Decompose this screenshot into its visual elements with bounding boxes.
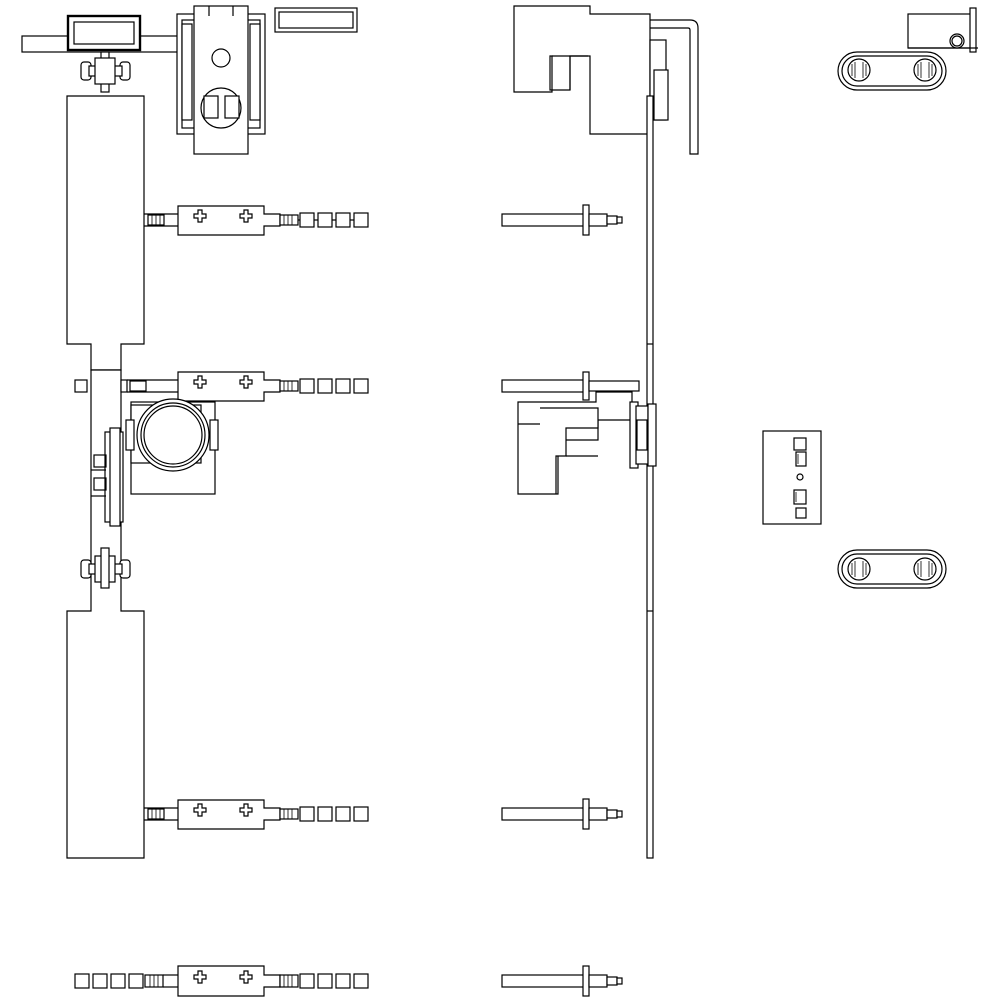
side-rod-1 [501,204,623,236]
front-view [21,5,369,997]
side-panel [646,95,654,859]
side-rod-4 [501,965,623,997]
screw-head-icon [913,557,937,581]
side-lock-assembly [517,391,657,495]
hinge-bracket [907,7,978,53]
screw-head-icon [847,58,871,82]
detail-view [762,7,978,589]
latch-bar-4 [74,965,369,997]
terminal-block [762,430,822,525]
latch-bar-3 [144,799,369,830]
lock-cylinder-front [91,398,219,527]
lock-body [193,5,249,155]
handle-grip-inner [73,21,135,45]
latch-bar-2 [74,371,369,402]
side-rod-2 [501,371,640,401]
latch-bar-1 [144,205,369,236]
door-panel-upper [66,95,145,371]
screw-plate-2 [837,549,947,589]
screw-head-icon [913,58,937,82]
top-bracket [513,5,651,135]
top-handle-assembly [21,14,191,93]
side-rod-3 [501,798,623,830]
side-view [501,5,699,997]
coupling-lower [80,547,131,589]
screw-head-icon [847,557,871,581]
screw-plate-1 [837,51,947,91]
lock-cylinder-top [176,5,266,155]
